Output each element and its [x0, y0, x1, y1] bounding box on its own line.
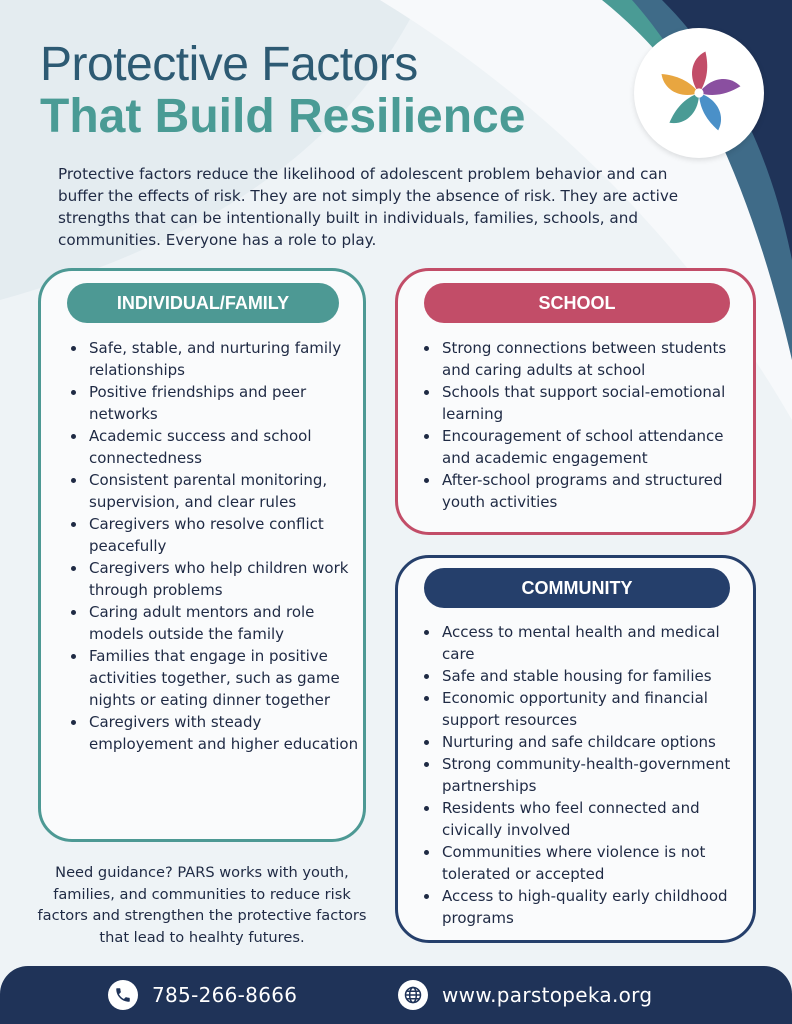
- school-heading: SCHOOL: [424, 283, 730, 323]
- list-item: Safe and stable housing for families: [424, 665, 752, 687]
- community-card: COMMUNITY Access to mental health and me…: [395, 555, 756, 943]
- page-title-line1: Protective Factors: [40, 38, 418, 91]
- list-item: Academic success and school connectednes…: [71, 425, 361, 469]
- globe-icon: [398, 980, 428, 1010]
- website-url: www.parstopeka.org: [442, 983, 653, 1007]
- website-link[interactable]: www.parstopeka.org: [398, 966, 652, 1024]
- school-card: SCHOOL Strong connections between studen…: [395, 268, 756, 535]
- individual-family-heading: INDIVIDUAL/FAMILY: [67, 283, 339, 323]
- list-item: Caregivers with steady employement and h…: [71, 711, 361, 755]
- logo: [634, 28, 764, 158]
- phone-icon: [108, 980, 138, 1010]
- list-item: Economic opportunity and financial suppo…: [424, 687, 752, 731]
- list-item: Caregivers who resolve conflict peaceful…: [71, 513, 361, 557]
- list-item: Schools that support social-emotional le…: [424, 381, 752, 425]
- list-item: After-school programs and structured you…: [424, 469, 752, 513]
- list-item: Communities where violence is not tolera…: [424, 841, 752, 885]
- pinwheel-logo-icon: [661, 51, 741, 131]
- list-item: Positive friendships and peer networks: [71, 381, 361, 425]
- list-item: Access to high-quality early childhood p…: [424, 885, 752, 929]
- list-item: Nurturing and safe childcare options: [424, 731, 752, 753]
- list-item: Strong community-health-government partn…: [424, 753, 752, 797]
- list-item: Consistent parental monitoring, supervis…: [71, 469, 361, 513]
- footer-bar: 785-266-8666 www.parstopeka.org: [0, 966, 792, 1024]
- individual-family-list: Safe, stable, and nurturing family relat…: [71, 337, 361, 755]
- phone-number: 785-266-8666: [152, 983, 298, 1007]
- intro-paragraph: Protective factors reduce the likelihood…: [58, 165, 679, 249]
- list-item: Access to mental health and medical care: [424, 621, 752, 665]
- list-item: Caregivers who help children work throug…: [71, 557, 361, 601]
- list-item: Families that engage in positive activit…: [71, 645, 361, 711]
- community-list: Access to mental health and medical care…: [424, 621, 752, 929]
- list-item: Residents who feel connected and civical…: [424, 797, 752, 841]
- individual-family-card: INDIVIDUAL/FAMILY Safe, stable, and nurt…: [38, 268, 366, 842]
- page-title-line2: That Build Resilience: [40, 90, 526, 143]
- list-item: Caring adult mentors and role models out…: [71, 601, 361, 645]
- phone-contact[interactable]: 785-266-8666: [108, 966, 297, 1024]
- guidance-text: Need guidance? PARS works with youth, fa…: [37, 864, 367, 946]
- list-item: Encouragement of school attendance and a…: [424, 425, 752, 469]
- list-item: Strong connections between students and …: [424, 337, 752, 381]
- school-list: Strong connections between students and …: [424, 337, 752, 513]
- community-heading: COMMUNITY: [424, 568, 730, 608]
- list-item: Safe, stable, and nurturing family relat…: [71, 337, 361, 381]
